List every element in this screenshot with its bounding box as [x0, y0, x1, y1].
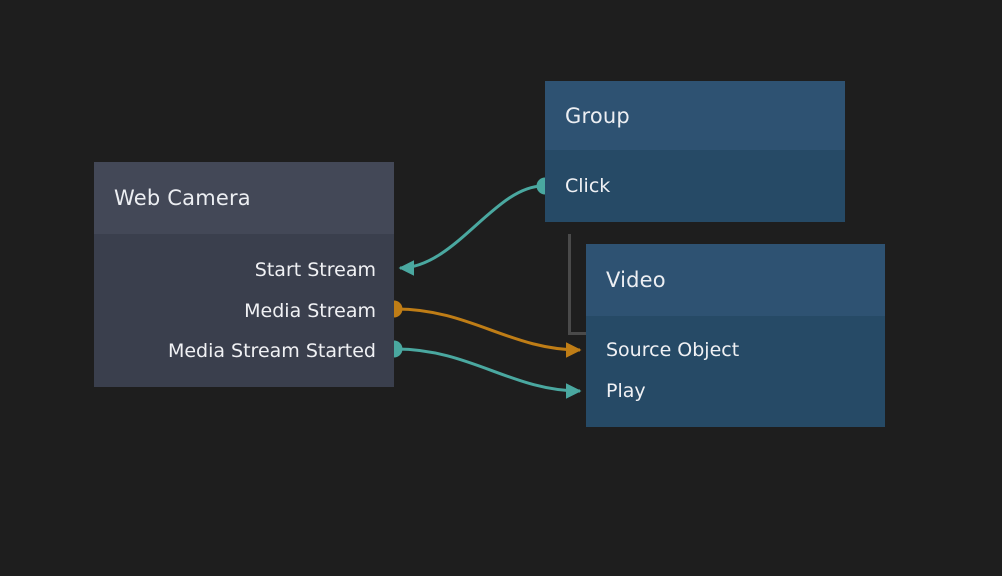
- node-web-camera-body: Start Stream Media Stream Media Stream S…: [94, 234, 394, 387]
- port-start-stream[interactable]: Start Stream: [255, 260, 376, 280]
- port-play-label: Play: [606, 380, 646, 402]
- port-media-stream[interactable]: Media Stream: [244, 301, 376, 321]
- port-media-stream-started-label: Media Stream Started: [167, 340, 376, 362]
- node-group-title: Group: [565, 103, 630, 128]
- node-web-camera[interactable]: Web Camera Start Stream Media Stream Med…: [94, 162, 394, 387]
- port-source-object[interactable]: Source Object: [606, 340, 739, 360]
- edge-media-stream-started-to-play: [395, 347, 582, 399]
- node-video-body: Source Object Play: [586, 316, 885, 427]
- node-video-title: Video: [606, 268, 666, 292]
- edge-media-stream-to-source-object: [395, 307, 582, 358]
- node-group-header[interactable]: Group: [545, 81, 845, 150]
- port-media-stream-started[interactable]: Media Stream Started: [168, 341, 376, 361]
- group-bracket-connector: [568, 234, 588, 335]
- port-click[interactable]: Click: [565, 176, 610, 196]
- node-web-camera-header[interactable]: Web Camera: [94, 162, 394, 234]
- port-media-stream-label: Media Stream: [244, 300, 376, 322]
- port-play[interactable]: Play: [606, 381, 646, 401]
- node-group[interactable]: Group Click: [545, 81, 845, 222]
- edge-click-to-start-stream: [398, 184, 544, 276]
- port-click-label: Click: [565, 175, 611, 197]
- node-video-header[interactable]: Video: [586, 244, 885, 316]
- port-source-object-label: Source Object: [606, 339, 740, 361]
- node-video[interactable]: Video Source Object Play: [586, 244, 885, 427]
- node-group-body: Click: [545, 150, 845, 222]
- port-start-stream-label: Start Stream: [254, 259, 376, 281]
- node-web-camera-title: Web Camera: [114, 186, 251, 210]
